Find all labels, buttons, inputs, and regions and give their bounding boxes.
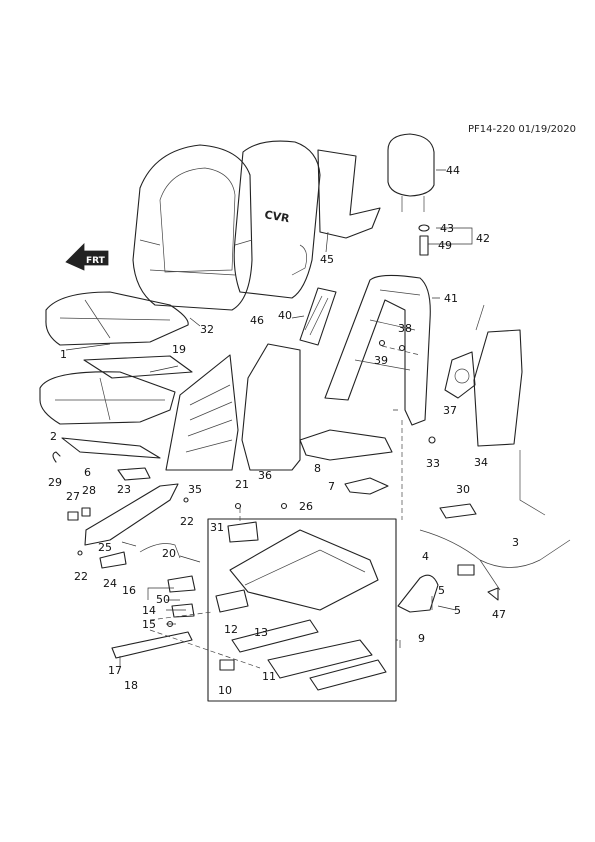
frt-label: FRT [86,256,106,266]
callout-50: 50 [156,593,170,606]
callout-47: 47 [492,608,506,621]
callout-5a: 5 [438,584,445,597]
part-seat-back-panel [317,149,381,239]
part-cushion-pan-cover [117,467,151,481]
callout-12: 12 [224,623,238,636]
part-cable-20 [139,543,181,559]
callout-42: 42 [476,232,490,245]
part-outer-side-trim [84,483,179,546]
callout-27: 27 [66,490,80,503]
part-side-shield [397,574,439,613]
part-seat-cushion-cover [45,291,189,346]
part-bolt-21 [234,502,242,510]
part-seat-frame-assembly [215,521,387,691]
part-seat-cushion-pad [39,371,176,425]
callout-5b: 5 [454,604,461,617]
callout-9: 9 [418,632,425,645]
callout-24: 24 [103,577,117,590]
callout-28: 28 [82,484,96,497]
callout-33: 33 [426,457,440,470]
alignment-lines [149,345,421,669]
part-seat-switch-module [299,429,393,461]
callout-18: 18 [124,679,138,692]
part-rail-18 [111,631,193,659]
callout-6: 6 [84,466,91,479]
callout-7: 7 [328,480,335,493]
callout-43: 43 [440,222,454,235]
callout-20: 20 [162,547,176,560]
part-electronic-module [439,503,477,519]
callout-39: 39 [374,354,388,367]
callout-40: 40 [278,309,292,322]
part-actuator-16 [167,575,196,593]
callout-14: 14 [142,604,156,617]
part-headrest [387,133,435,212]
part-cushion-heater [83,355,193,379]
part-clip-29 [52,451,61,463]
part-bolt-33 [428,436,436,444]
callout-4: 4 [422,550,429,563]
part-connector-module [344,477,389,495]
callout-45: 45 [320,253,334,266]
part-lumbar-module [299,287,337,346]
callout-2: 2 [50,430,57,443]
callout-44: 44 [446,164,460,177]
callout-16: 16 [122,584,136,597]
callout-26: 26 [299,500,313,513]
callout-34: 34 [474,456,488,469]
callout-21: 21 [235,478,249,491]
part-bolt-39 [378,339,386,347]
part-side-airbag [444,304,485,399]
callout-labels: 1 2 3 4 5 5 6 7 8 9 10 11 12 13 14 15 16… [48,164,519,697]
callout-31: 31 [210,521,224,534]
part-switch-24 [99,551,127,569]
callout-22a: 22 [180,515,194,528]
part-seat-back-frame [324,274,431,426]
part-clip-47 [487,587,499,601]
callout-49: 49 [438,239,452,252]
part-fastener-27-28 [67,507,91,521]
part-wiring-harness [419,450,571,591]
part-bolt-22b [183,497,189,503]
figure-code: PF14-220 01/19/2020 [468,124,577,135]
callout-41: 41 [444,292,458,305]
callout-25: 25 [98,541,112,554]
part-rear-back-panel [473,329,523,447]
part-headrest-guide [418,224,430,256]
callout-13: 13 [254,626,268,639]
callout-30: 30 [456,483,470,496]
callout-11: 11 [262,670,276,683]
part-cushion-suspension [165,354,239,471]
callout-3: 3 [512,536,519,549]
callout-46: 46 [250,314,264,327]
part-seat-back-heater [241,343,301,471]
callout-36: 36 [258,469,272,482]
front-direction-arrow-icon: FRT [65,243,109,271]
callout-22b: 22 [74,570,88,583]
cvr-label: CVR [263,208,290,225]
part-bolt-26 [280,502,288,510]
callout-17: 17 [108,664,122,677]
callout-10: 10 [218,684,232,697]
callout-23: 23 [117,483,131,496]
callout-1: 1 [60,348,67,361]
callout-32: 32 [200,323,214,336]
part-actuator-14 [171,603,195,618]
callout-29: 29 [48,476,62,489]
part-cushion-panel [61,437,161,459]
seat-frame-assembly-box [207,518,397,702]
callout-15: 15 [142,618,156,631]
callout-19: 19 [172,343,186,356]
part-seat-back-pad: CVR [233,140,321,299]
callout-37: 37 [443,404,457,417]
leader-lines [65,169,473,666]
callout-35: 35 [188,483,202,496]
callout-38: 38 [398,322,412,335]
part-bolt-38 [398,344,406,352]
part-bolt-22 [77,550,83,556]
callout-8: 8 [314,462,321,475]
part-seat-back-cover [132,144,253,311]
